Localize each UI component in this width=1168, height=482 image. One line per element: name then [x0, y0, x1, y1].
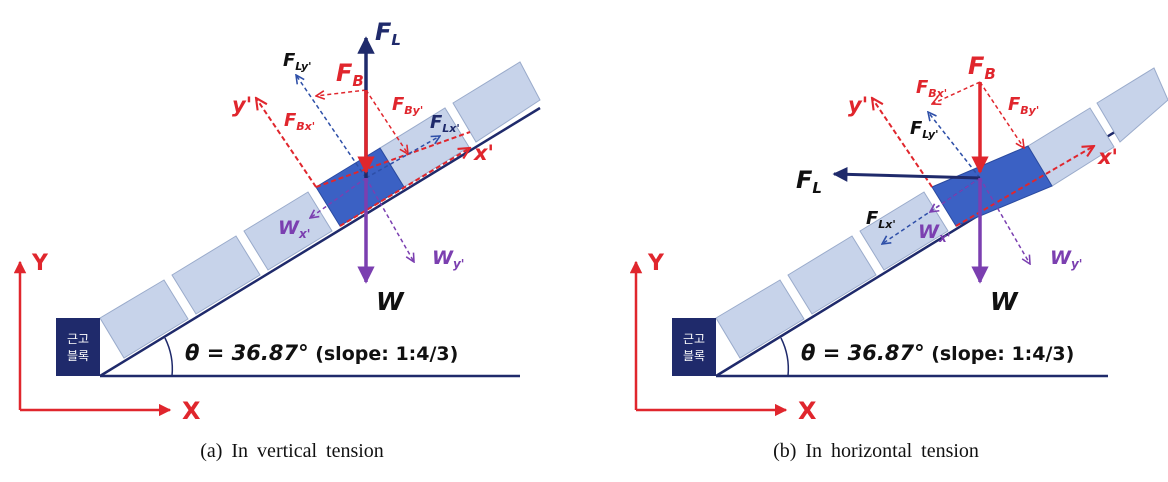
- x-prime-label: x': [1097, 145, 1118, 169]
- caption-a: (a) In vertical tension: [200, 440, 384, 462]
- lift-force-arrow: [832, 166, 981, 182]
- drag-y-component-label: FBy': [1008, 94, 1039, 117]
- weight-label: W: [376, 287, 405, 316]
- diagram-vertical-tension: 근고 블록 Y X θ = 36.87° (slope: 1:4/3) y' x…: [13, 18, 541, 462]
- anchor-block: 근고 블록: [672, 318, 716, 376]
- drag-x-component-label: FBx': [916, 77, 947, 100]
- drag-force-label: FB: [336, 59, 364, 90]
- weight-x-component-label: Wx': [918, 221, 950, 245]
- diagram-svg: 근고 블록 Y X θ = 36.87° (slope: 1:4/3) y' x…: [13, 18, 541, 425]
- anchor-block: 근고 블록: [56, 318, 100, 376]
- lift-x-component-label: FLx': [430, 112, 460, 135]
- angle-label: θ = 36.87° (slope: 1:4/3): [185, 341, 458, 365]
- x-prime-label: x': [473, 141, 494, 165]
- diagram-svg: 근고 블록 Y X θ = 36.87° (slope: 1:4/3) y' x…: [629, 52, 1168, 425]
- target-block: [931, 145, 1053, 227]
- y-prime-label: y': [848, 93, 868, 117]
- force-components: [296, 75, 440, 262]
- anchor-block-label-2: 블록: [67, 349, 89, 363]
- weight-x-component-label: Wx': [278, 217, 310, 241]
- weight-y-component-label: Wy': [432, 247, 464, 271]
- weight-label: W: [990, 287, 1019, 316]
- lift-y-component-label: FLy': [283, 50, 312, 73]
- y-prime-label: y': [232, 93, 252, 117]
- lift-force-label: FL: [375, 18, 401, 49]
- caption-b: (b) In horizontal tension: [773, 440, 979, 462]
- drag-force-label: FB: [968, 52, 996, 83]
- anchor-block-label-1: 근고: [67, 332, 89, 346]
- y-axis-label: Y: [647, 251, 665, 276]
- global-axes: [629, 260, 788, 417]
- revetment-mats: [99, 61, 541, 359]
- x-axis-label: X: [182, 397, 201, 425]
- diagram-horizontal-tension: 근고 블록 Y X θ = 36.87° (slope: 1:4/3) y' x…: [584, 0, 1168, 482]
- lift-force-label: FL: [796, 166, 822, 197]
- lift-x-component-label: FLx': [866, 208, 896, 231]
- revetment-mats: [715, 67, 1168, 359]
- anchor-block-label-1: 근고: [683, 332, 705, 346]
- y-axis-label: Y: [31, 251, 49, 276]
- anchor-block-label-2: 블록: [683, 349, 705, 363]
- drag-x-component-label: FBx': [284, 110, 315, 133]
- x-axis-label: X: [798, 397, 817, 425]
- local-axes: [256, 98, 470, 227]
- global-axes: [13, 260, 172, 417]
- lift-y-component-label: FLy': [910, 118, 939, 141]
- weight-y-component-label: Wy': [1050, 247, 1082, 271]
- angle-label: θ = 36.87° (slope: 1:4/3): [801, 341, 1074, 365]
- drag-y-component-label: FBy': [392, 94, 423, 117]
